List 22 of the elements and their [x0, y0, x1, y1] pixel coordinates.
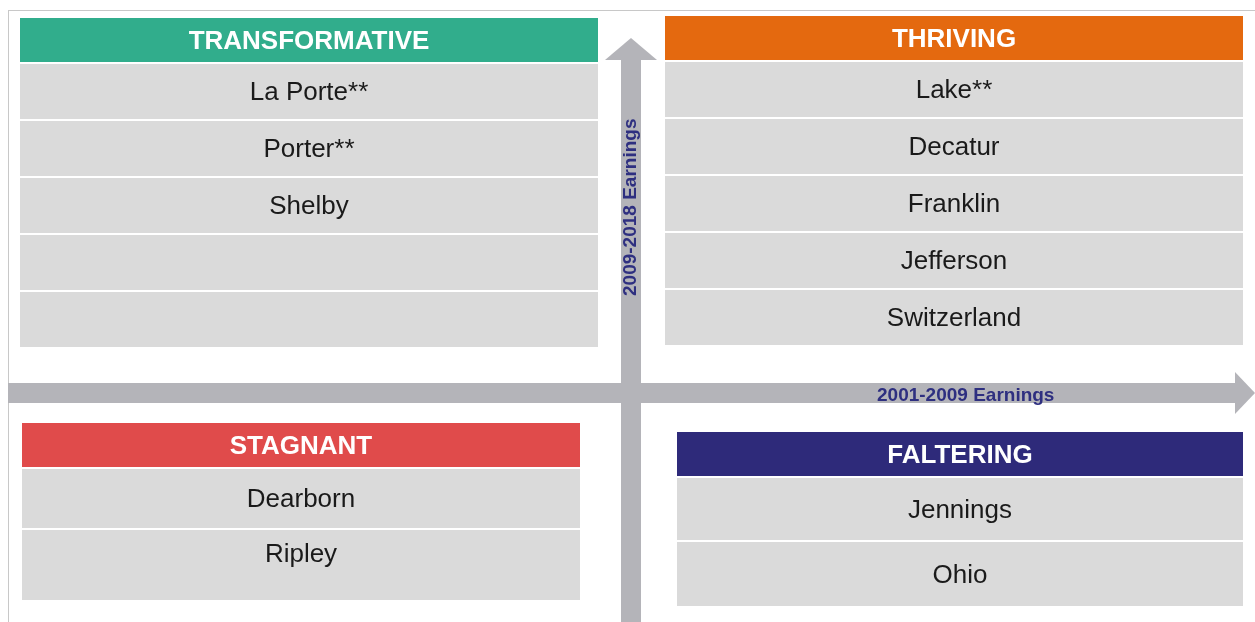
county-name: Porter** — [263, 132, 355, 165]
quadrant-heading: THRIVING — [665, 16, 1243, 60]
quadrant-heading: TRANSFORMATIVE — [20, 18, 598, 62]
county-name: Ohio — [932, 557, 988, 591]
county-name: Lake** — [915, 73, 993, 106]
quadrant-heading: STAGNANT — [22, 423, 580, 467]
county-name: Dearborn — [246, 482, 356, 515]
county-name: Shelby — [269, 189, 349, 222]
axis-label: 2001-2009 Earnings — [877, 383, 1055, 407]
county-name: Jefferson — [900, 244, 1008, 277]
county-name: La Porte** — [249, 75, 369, 108]
county-name: Franklin — [907, 187, 1001, 220]
quadrant-table — [20, 18, 598, 347]
county-name: Jennings — [907, 492, 1013, 526]
quadrant-heading: FALTERING — [677, 432, 1243, 476]
quadrant-table — [22, 423, 580, 600]
quadrant-table — [677, 432, 1243, 606]
axis-label: 2009-2018 Earnings — [618, 118, 642, 296]
county-name: Switzerland — [886, 301, 1022, 334]
quadrant-table — [665, 16, 1243, 345]
county-name: Ripley — [264, 537, 338, 570]
county-name: Decatur — [908, 130, 1000, 163]
